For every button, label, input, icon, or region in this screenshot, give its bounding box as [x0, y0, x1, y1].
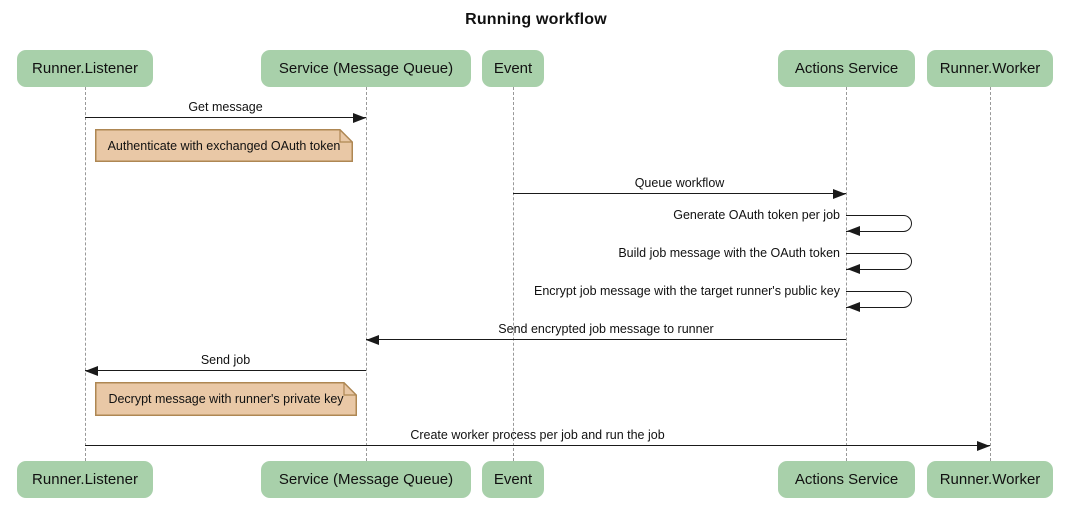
message-line-queue-workflow [513, 193, 846, 194]
actor-top-actions-service: Actions Service [778, 50, 915, 87]
message-label-get-message: Get message [188, 100, 263, 114]
message-line-get-message [85, 117, 366, 118]
arrowhead [353, 112, 366, 123]
lifeline-event [513, 87, 514, 461]
message-line-send-job [85, 370, 366, 371]
lifeline-runner-worker [990, 87, 991, 461]
message-label-send-job: Send job [200, 353, 251, 367]
arrowhead [366, 334, 379, 345]
note-decrypt: Decrypt message with runner's private ke… [95, 382, 357, 416]
note-shape [95, 129, 353, 162]
message-label-create-worker: Create worker process per job and run th… [410, 428, 665, 442]
actor-bottom-service-message-queue: Service (Message Queue) [261, 461, 471, 498]
actor-bottom-actions-service: Actions Service [778, 461, 915, 498]
note-label: Authenticate with exchanged OAuth token [107, 138, 341, 153]
actor-top-runner-listener: Runner.Listener [17, 50, 153, 87]
lifeline-service-message-queue [366, 87, 367, 461]
message-line-send-encrypted [366, 339, 846, 340]
arrowhead [847, 226, 860, 236]
message-label-queue-workflow: Queue workflow [634, 176, 725, 190]
arrowhead [977, 440, 990, 451]
arrowhead [85, 365, 98, 376]
lifeline-runner-listener [85, 87, 86, 461]
actor-bottom-event: Event [482, 461, 544, 498]
self-message-label-encrypt-job-message: Encrypt job message with the target runn… [533, 284, 840, 298]
note-authenticate: Authenticate with exchanged OAuth token [95, 129, 353, 162]
actor-top-event: Event [482, 50, 544, 87]
message-label-send-encrypted: Send encrypted job message to runner [498, 322, 714, 336]
diagram-title: Running workflow [465, 11, 607, 28]
self-message-loop [846, 253, 912, 270]
actor-bottom-runner-listener: Runner.Listener [17, 461, 153, 498]
note-label: Decrypt message with runner's private ke… [108, 392, 344, 406]
actor-top-runner-worker: Runner.Worker [927, 50, 1053, 87]
arrowhead [833, 188, 846, 199]
arrowhead [847, 264, 860, 274]
lifeline-actions-service [846, 87, 847, 461]
note-shape [95, 382, 357, 416]
self-message-label-build-job-message: Build job message with the OAuth token [618, 246, 840, 260]
self-message-loop [846, 291, 912, 308]
actor-top-service-message-queue: Service (Message Queue) [261, 50, 471, 87]
message-line-create-worker [85, 445, 990, 446]
self-message-loop [846, 215, 912, 232]
arrowhead [847, 302, 860, 312]
self-message-label-generate-token: Generate OAuth token per job [673, 208, 840, 222]
actor-bottom-runner-worker: Runner.Worker [927, 461, 1053, 498]
